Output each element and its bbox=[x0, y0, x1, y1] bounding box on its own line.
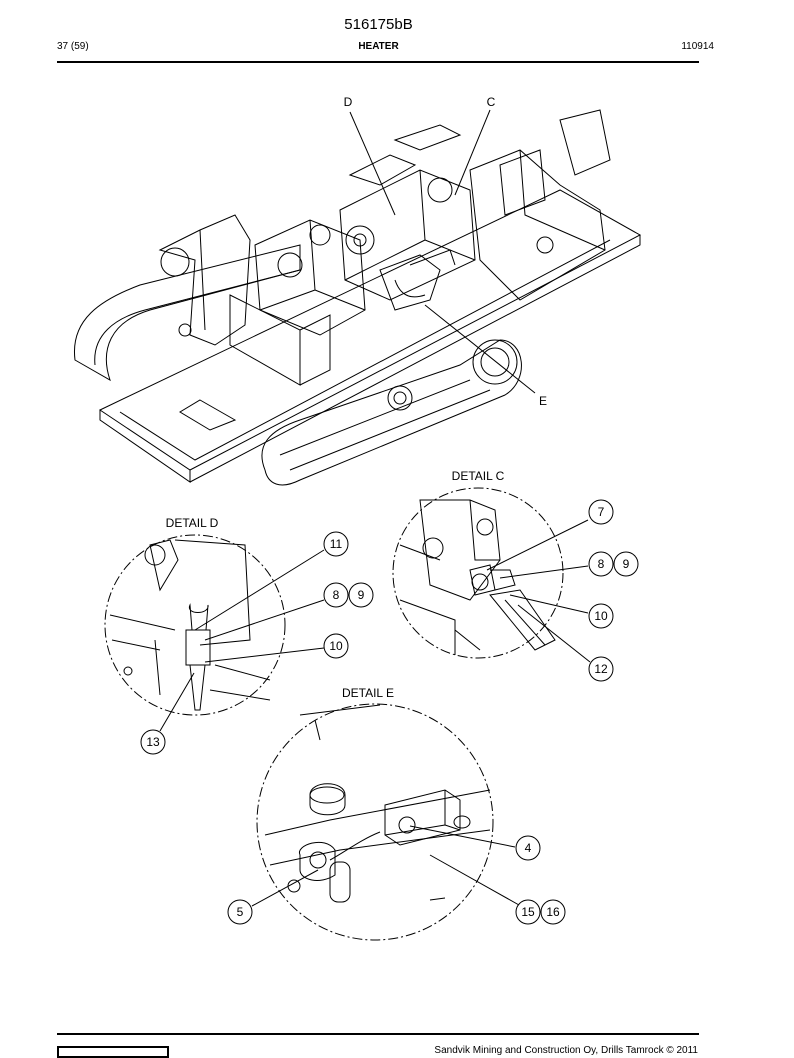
header-rule bbox=[57, 61, 699, 63]
leader-line-c12 bbox=[517, 604, 591, 663]
callout-e16: 16 bbox=[546, 905, 560, 919]
leader-line-c8 bbox=[499, 565, 589, 579]
view-label-d: D bbox=[344, 95, 353, 109]
callout-circle-d9 bbox=[348, 582, 374, 608]
leader-line-d13 bbox=[159, 672, 195, 732]
callout-circle-c10 bbox=[588, 603, 614, 629]
callout-circle-e15 bbox=[515, 899, 541, 925]
page-title: HEATER bbox=[358, 41, 399, 52]
leader-line-c bbox=[454, 109, 491, 196]
detail-e-view bbox=[256, 703, 494, 941]
document-number: 516175bB bbox=[344, 16, 413, 33]
callout-circle-e5 bbox=[227, 899, 253, 925]
leader-line-e15 bbox=[429, 854, 520, 906]
callout-d10: 10 bbox=[329, 639, 343, 653]
detail-d-title: DETAIL D bbox=[166, 516, 219, 530]
detail-c-view bbox=[392, 487, 564, 659]
callout-circle-c7 bbox=[588, 499, 614, 525]
callout-c8: 8 bbox=[598, 557, 605, 571]
callout-c9: 9 bbox=[623, 557, 630, 571]
document-code: 110914 bbox=[681, 41, 714, 52]
callout-circle-c9 bbox=[613, 551, 639, 577]
callout-c12: 12 bbox=[594, 662, 608, 676]
footer-copyright: Sandvik Mining and Construction Oy, Dril… bbox=[434, 1045, 698, 1056]
brand-logo bbox=[57, 1046, 169, 1058]
footer-rule bbox=[57, 1033, 699, 1035]
callout-d9: 9 bbox=[358, 588, 365, 602]
leader-line-e5 bbox=[251, 869, 319, 907]
leader-line-d bbox=[349, 111, 396, 216]
leader-line-d10 bbox=[204, 647, 325, 663]
callout-e5: 5 bbox=[237, 905, 244, 919]
leader-line-c10 bbox=[509, 594, 589, 614]
leader-line-c7 bbox=[486, 519, 589, 571]
leader-line-e4 bbox=[409, 825, 516, 848]
callout-circle-d8 bbox=[323, 582, 349, 608]
callout-circle-d10 bbox=[323, 633, 349, 659]
leader-line-d8 bbox=[204, 599, 325, 641]
callout-d13: 13 bbox=[146, 735, 160, 749]
callout-d11: 11 bbox=[330, 537, 343, 551]
callout-c7: 7 bbox=[598, 505, 605, 519]
callout-c10: 10 bbox=[594, 609, 608, 623]
callout-circle-c8 bbox=[588, 551, 614, 577]
machine-overview-illustration bbox=[73, 109, 642, 486]
leader-line-e bbox=[424, 304, 536, 394]
callout-e15: 15 bbox=[521, 905, 535, 919]
detail-c-title: DETAIL C bbox=[452, 469, 505, 483]
view-label-c: C bbox=[487, 95, 496, 109]
callout-d8: 8 bbox=[333, 588, 340, 602]
callout-circle-d13 bbox=[140, 729, 166, 755]
callout-e4: 4 bbox=[525, 841, 532, 855]
detail-e-title: DETAIL E bbox=[342, 686, 394, 700]
callout-circle-e4 bbox=[515, 835, 541, 861]
callout-circle-e16 bbox=[540, 899, 566, 925]
page-count: 37 (59) bbox=[57, 41, 89, 52]
detail-d-view bbox=[104, 534, 286, 716]
view-label-e: E bbox=[539, 394, 547, 408]
callout-circle-c12 bbox=[588, 656, 614, 682]
leader-line-d11 bbox=[194, 549, 325, 631]
callout-circle-d11 bbox=[323, 531, 349, 557]
